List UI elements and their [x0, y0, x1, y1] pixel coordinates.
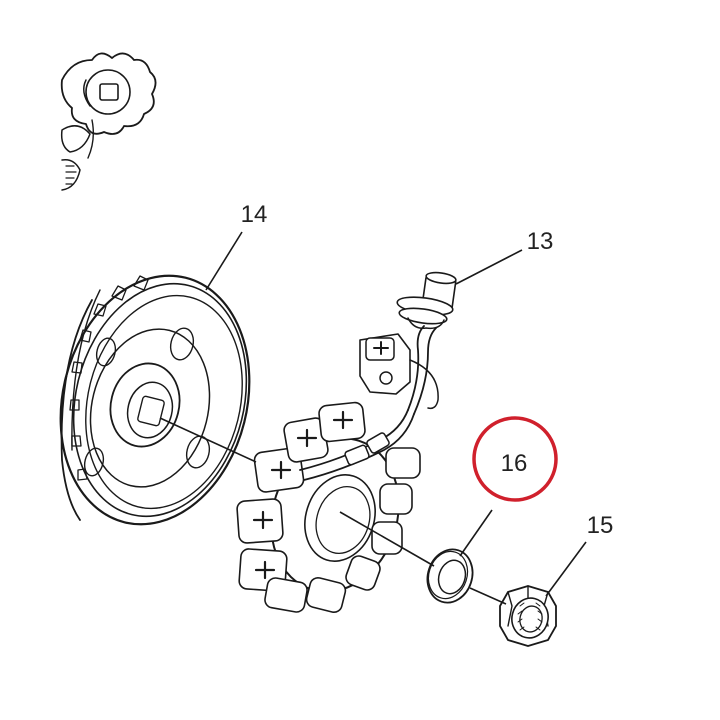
callout-label-16: 16: [501, 450, 528, 477]
cable-grommet: [359, 271, 457, 415]
callout-leaders: [205, 231, 587, 597]
nut: [499, 585, 557, 647]
callout-label-14: 14: [241, 201, 268, 228]
callout-label-13: 13: [527, 228, 554, 255]
stator-assembly: [236, 401, 421, 614]
partial-gear-drawing: [60, 52, 157, 191]
callout-label-15: 15: [587, 512, 614, 539]
highlight-ring: [472, 416, 558, 502]
washer: [426, 548, 474, 604]
flywheel-rotor: [59, 274, 251, 526]
assembly-axis-lines: [159, 417, 507, 605]
